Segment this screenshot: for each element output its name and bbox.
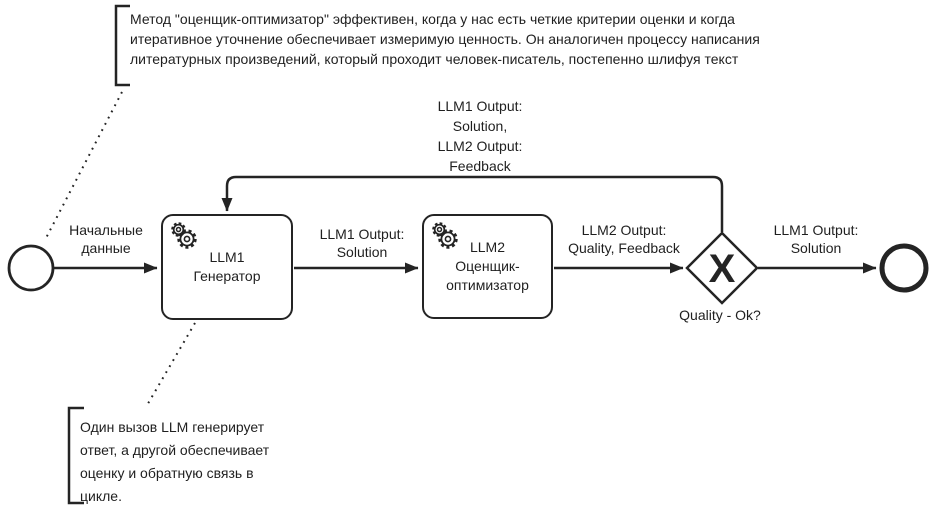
edge-label-line: данные — [81, 240, 131, 256]
edge-label-line: LLM1 Output: — [319, 226, 405, 242]
task-llm1-title: LLM1 — [209, 249, 245, 265]
task-llm2-subtitle: оптимизатор — [446, 277, 529, 293]
task-llm1-generator: LLM1 Генератор — [161, 214, 293, 320]
edge-label-line: Solution, — [452, 118, 508, 134]
gears-icon — [171, 222, 197, 249]
flow-loop-back — [221, 175, 724, 232]
annotation-bracket-bottom — [67, 406, 84, 505]
annotation-bottom-line: цикле. — [80, 488, 122, 504]
edge-label-line: LLM2 Output: — [437, 138, 523, 154]
edge-label-llm2-to-gateway: LLM2 Output: Quality, Feedback — [554, 221, 694, 257]
edge-label-line: Solution — [790, 240, 842, 256]
association-top-dotted-line — [44, 91, 123, 241]
association-bottom-dotted-line — [145, 322, 196, 408]
annotation-bracket-top — [114, 4, 130, 87]
annotation-bottom-line: оценку и обратную связь в — [80, 465, 254, 481]
edge-label-loop-back: LLM1 Output: Solution, LLM2 Output: Feed… — [400, 96, 560, 176]
task-llm2-label: LLM2 Оценщик- оптимизатор — [446, 238, 529, 295]
edge-label-gateway-to-end: LLM1 Output: Solution — [746, 221, 886, 257]
annotation-top: Метод "оценщик-оптимизатор" эффективен, … — [130, 9, 760, 69]
start-event-circle — [7, 244, 55, 292]
task-llm1-subtitle: Генератор — [193, 268, 261, 284]
annotation-bottom: Один вызов LLM генерирует ответ, а друго… — [80, 416, 269, 508]
gateway-x-symbol: X — [708, 247, 736, 291]
task-llm1-label: LLM1 Генератор — [193, 248, 260, 286]
gears-icon — [432, 222, 458, 249]
annotation-top-line: итеративное уточнение обеспечивает измер… — [130, 31, 760, 47]
edge-label-line: LLM2 Output: — [581, 222, 667, 238]
end-event-circle — [879, 243, 929, 293]
edge-label-line: Solution — [336, 244, 388, 260]
gateway-question-label: Quality - Ok? — [679, 307, 761, 323]
task-llm2-title: LLM2 — [469, 239, 506, 255]
annotation-top-line: Метод "оценщик-оптимизатор" эффективен, … — [130, 11, 735, 27]
annotation-top-line: литературных произведений, который прохо… — [130, 51, 739, 67]
edge-label-line: Начальные — [69, 222, 143, 238]
edge-label-start-to-llm1: Начальные данные — [36, 221, 176, 257]
annotation-bottom-line: ответ, а другой обеспечивает — [80, 442, 270, 458]
edge-label-line: LLM1 Output: — [437, 98, 523, 114]
edge-label-llm1-to-llm2: LLM1 Output: Solution — [292, 225, 432, 261]
edge-label-line: Quality, Feedback — [568, 240, 680, 256]
task-llm2-evaluator-optimizer: LLM2 Оценщик- оптимизатор — [422, 214, 553, 319]
edge-label-line: LLM1 Output: — [773, 222, 859, 238]
gateway-diamond — [685, 231, 759, 305]
task-llm2-subtitle: Оценщик- — [455, 258, 520, 274]
edge-label-line: Feedback — [449, 158, 511, 174]
annotation-bottom-line: Один вызов LLM генерирует — [80, 419, 265, 435]
